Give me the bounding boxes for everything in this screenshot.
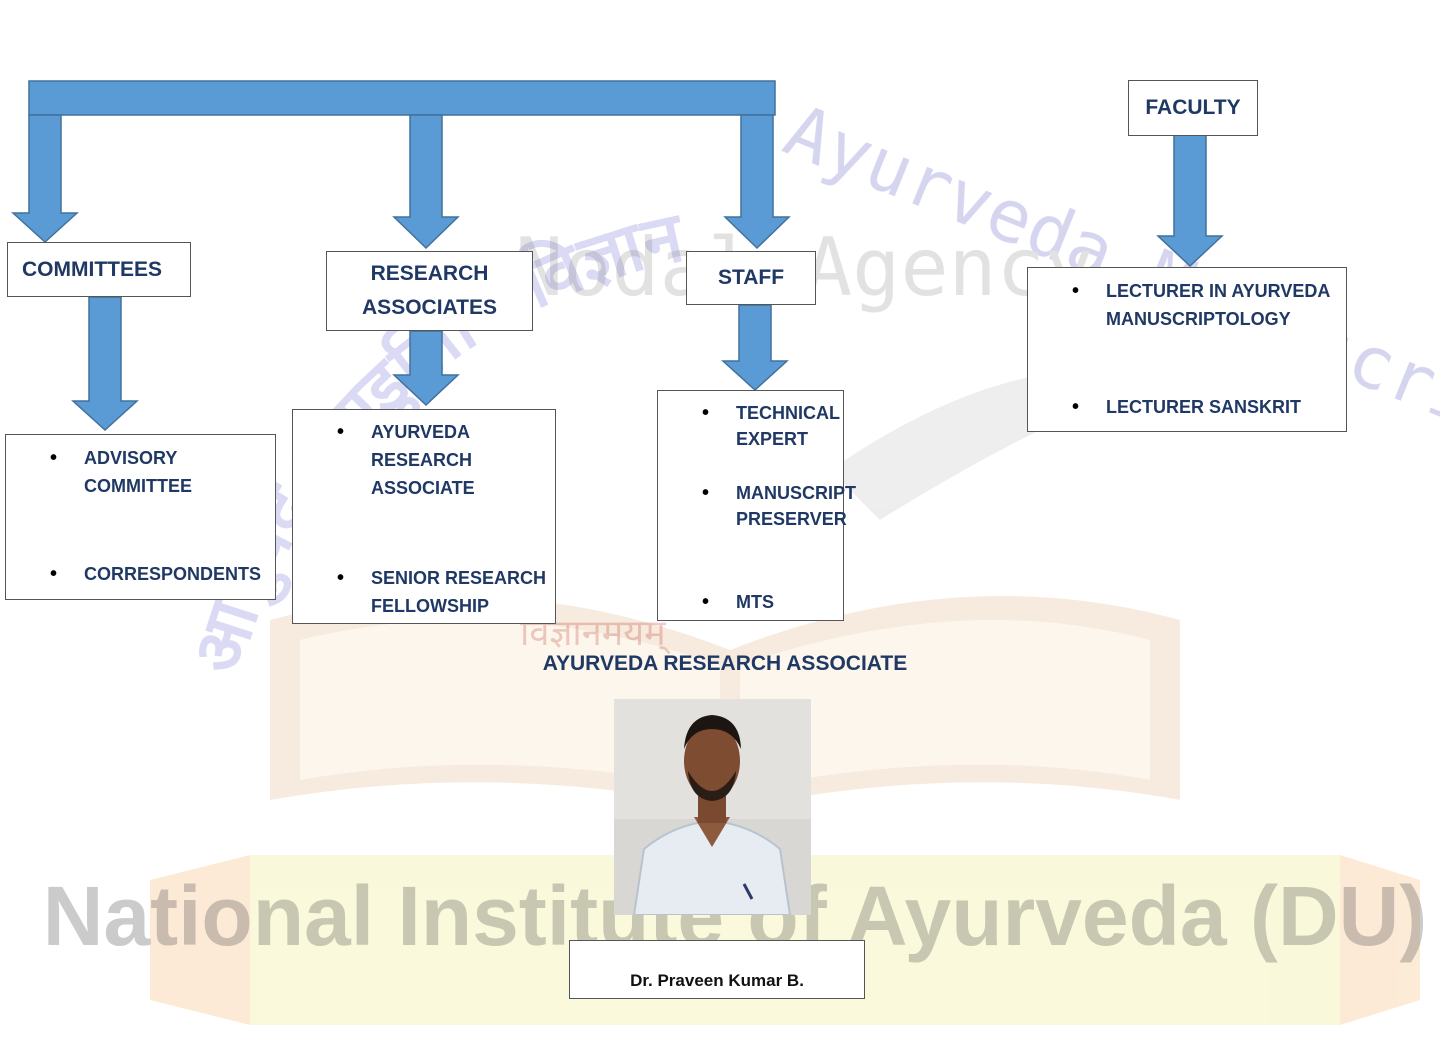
arrow-committees-list [71,296,139,432]
arrow-ra-list [392,330,460,407]
committees-title: COMMITTEES [22,257,162,281]
list-item: MANUSCRIPT PRESERVER [658,480,856,532]
research-associates-list: AYURVEDA RESEARCH ASSOCIATE SENIOR RESEA… [293,418,555,620]
list-item: LECTURER SANSKRIT [1028,393,1346,421]
profile-name-box: Dr. Praveen Kumar B. [569,940,865,999]
profile-name: Dr. Praveen Kumar B. [630,971,804,990]
staff-list-box: TECHNICAL EXPERT MANUSCRIPT PRESERVER MT… [657,390,856,621]
committees-list: ADVISORY COMMITTEE CORRESPONDENTS [6,444,275,588]
list-item: AYURVEDA RESEARCH ASSOCIATE [293,418,481,502]
faculty-box: FACULTY [1128,80,1258,136]
person-photo-icon [614,699,811,915]
research-associates-list-box: AYURVEDA RESEARCH ASSOCIATE SENIOR RESEA… [292,409,556,624]
faculty-list-box: LECTURER IN AYURVEDA MANUSCRIPTOLOGY LEC… [1027,267,1347,432]
arrow-to-research-associates [392,114,460,250]
arrow-staff-list [721,304,789,392]
staff-title: STAFF [717,266,785,289]
faculty-list: LECTURER IN AYURVEDA MANUSCRIPTOLOGY LEC… [1028,277,1346,421]
faculty-title: FACULTY [1145,96,1241,119]
arrow-to-staff [723,114,791,250]
top-bar [28,80,776,116]
list-item: ADVISORY COMMITTEE [6,444,234,500]
profile-caption: AYURVEDA RESEARCH ASSOCIATE [542,652,908,675]
committees-box: COMMITTEES [7,242,191,297]
committees-list-box: ADVISORY COMMITTEE CORRESPONDENTS [5,434,276,600]
staff-list: TECHNICAL EXPERT MANUSCRIPT PRESERVER MT… [658,400,856,616]
list-item: LECTURER IN AYURVEDA MANUSCRIPTOLOGY [1028,277,1336,333]
arrow-faculty [1156,134,1224,268]
arrow-to-committees [11,114,79,244]
list-item: TECHNICAL EXPERT [658,400,846,452]
research-associates-title-line2: ASSOCIATES [362,296,497,319]
research-associates-box: RESEARCH ASSOCIATES [326,251,533,331]
research-associates-title-line1: RESEARCH [370,262,489,285]
list-item: CORRESPONDENTS [6,560,275,588]
staff-box: STAFF [686,251,816,305]
list-item: MTS [658,588,843,616]
list-item: SENIOR RESEARCH FELLOWSHIP [293,564,551,620]
